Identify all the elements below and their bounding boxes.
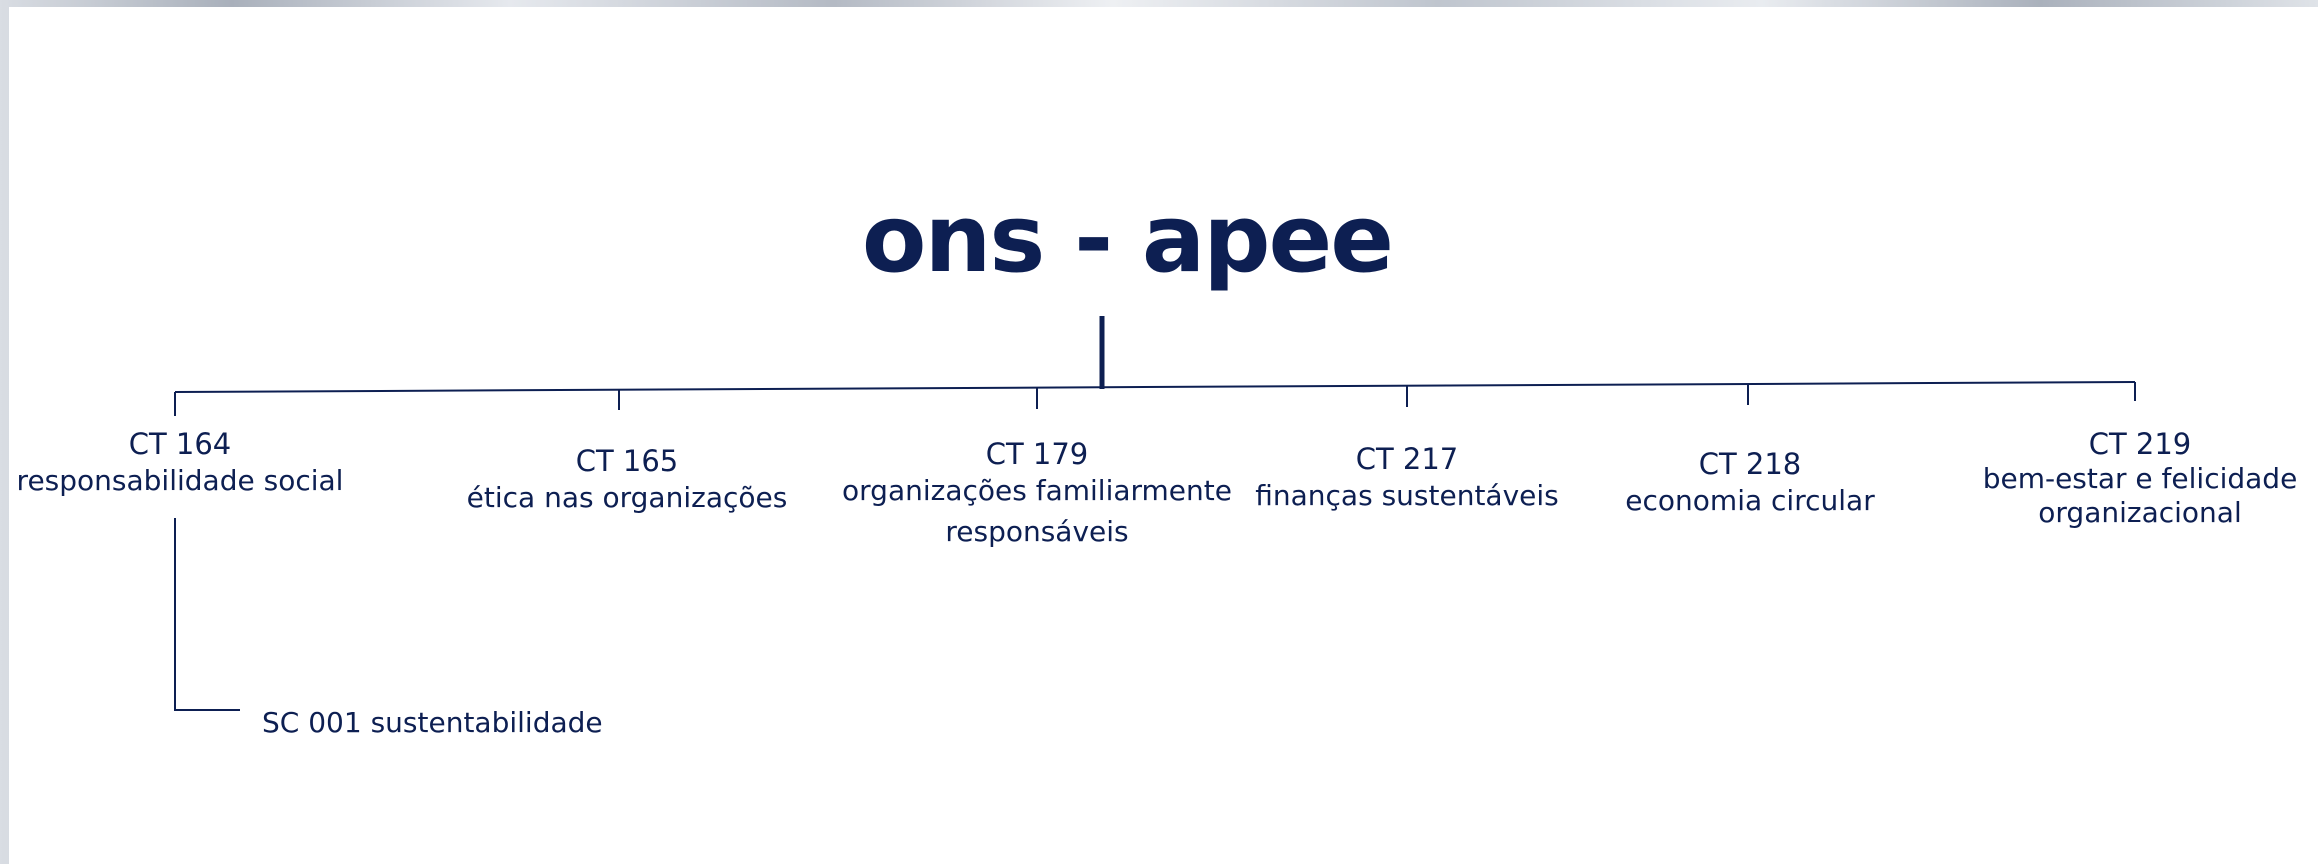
node-name-line: ética nas organizações — [466, 481, 788, 515]
node-code: CT 179 — [985, 437, 1089, 471]
node-ct217: CT 217 finanças sustentáveis — [1255, 441, 1559, 515]
node-code: CT 164 — [128, 427, 232, 461]
node-name-line: organizacional — [2038, 495, 2242, 529]
subnode-sc001: SC 001 sustentabilidade — [262, 706, 603, 739]
node-code: CT 219 — [2088, 427, 2192, 461]
subnode-connector-line — [174, 518, 240, 711]
node-name-line: finanças sustentáveis — [1255, 479, 1559, 513]
node-ct179: CT 179 organizações familiarmente respon… — [842, 436, 1232, 555]
node-code: CT 217 — [1355, 442, 1459, 476]
node-ct164: CT 164 responsabilidade social — [17, 426, 344, 500]
node-ct219: CT 219 bem-estar e felicidade organizaci… — [1983, 426, 2298, 529]
node-code: CT 165 — [575, 444, 679, 478]
node-ct218: CT 218 economia circular — [1625, 446, 1874, 520]
node-code: CT 218 — [1698, 447, 1802, 481]
diagram-canvas — [9, 7, 2318, 864]
node-name-line: economia circular — [1625, 484, 1875, 518]
node-ct165: CT 165 ética nas organizações — [467, 443, 788, 517]
node-name-line: responsáveis — [945, 515, 1129, 549]
node-name-line: responsabilidade social — [16, 464, 344, 498]
node-name-line: bem-estar e felicidade — [1982, 462, 2298, 496]
horizontal-bus-line — [174, 381, 2136, 393]
node-name-line: organizações familiarmente — [842, 474, 1232, 508]
org-chart-title: ons - apee — [861, 185, 1394, 294]
